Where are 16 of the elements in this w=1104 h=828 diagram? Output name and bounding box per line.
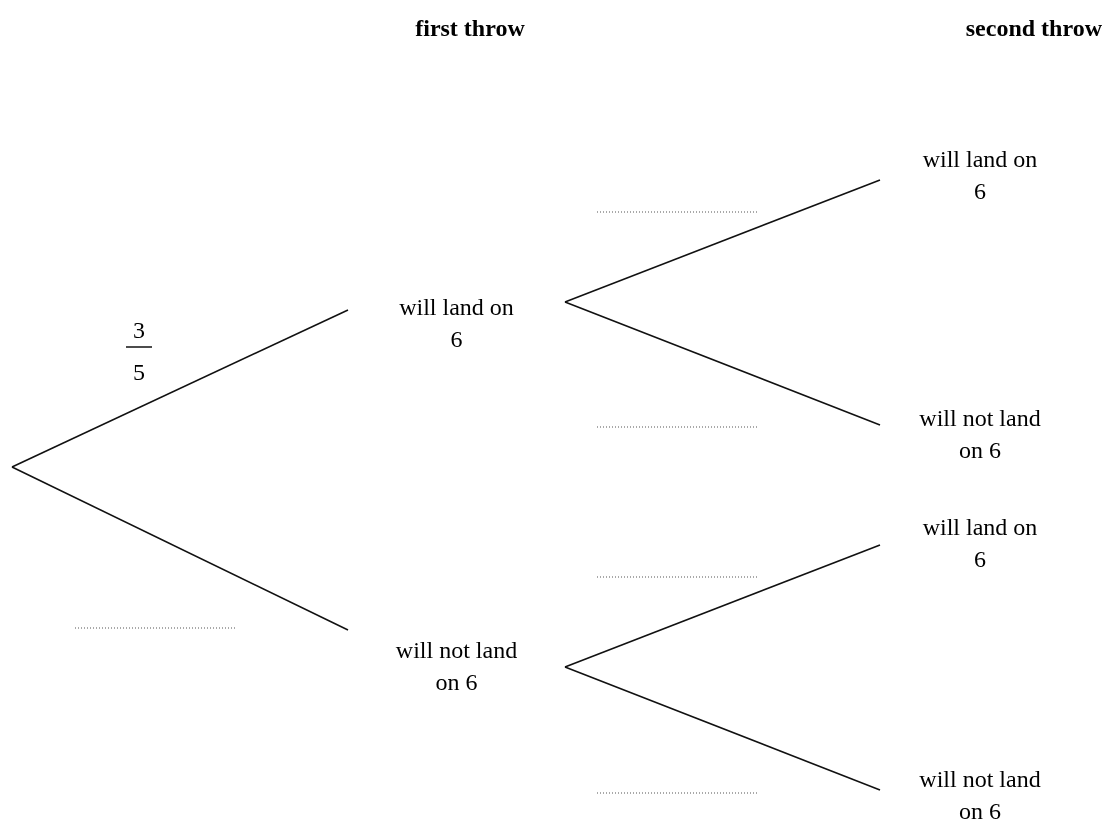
branch-line [564, 301, 881, 426]
outcome-label: will land on 6 [880, 508, 1080, 578]
probability-value: 3 [132, 316, 146, 345]
probability-value: 5 [132, 358, 146, 387]
branch-line [11, 309, 349, 468]
outcome-label: will not land on 6 [880, 400, 1080, 468]
branch-line [564, 544, 881, 668]
branch-line [564, 179, 881, 303]
outcome-label: will not land on 6 [348, 625, 565, 707]
column-heading: first throw [414, 14, 526, 43]
outcome-label: will not land on 6 [880, 762, 1080, 828]
outcome-label: will land on 6 [880, 140, 1080, 210]
branch-line [11, 466, 349, 631]
outcome-label: will land on 6 [348, 285, 565, 361]
column-heading: second throw [964, 14, 1102, 43]
branch-line [564, 666, 881, 791]
